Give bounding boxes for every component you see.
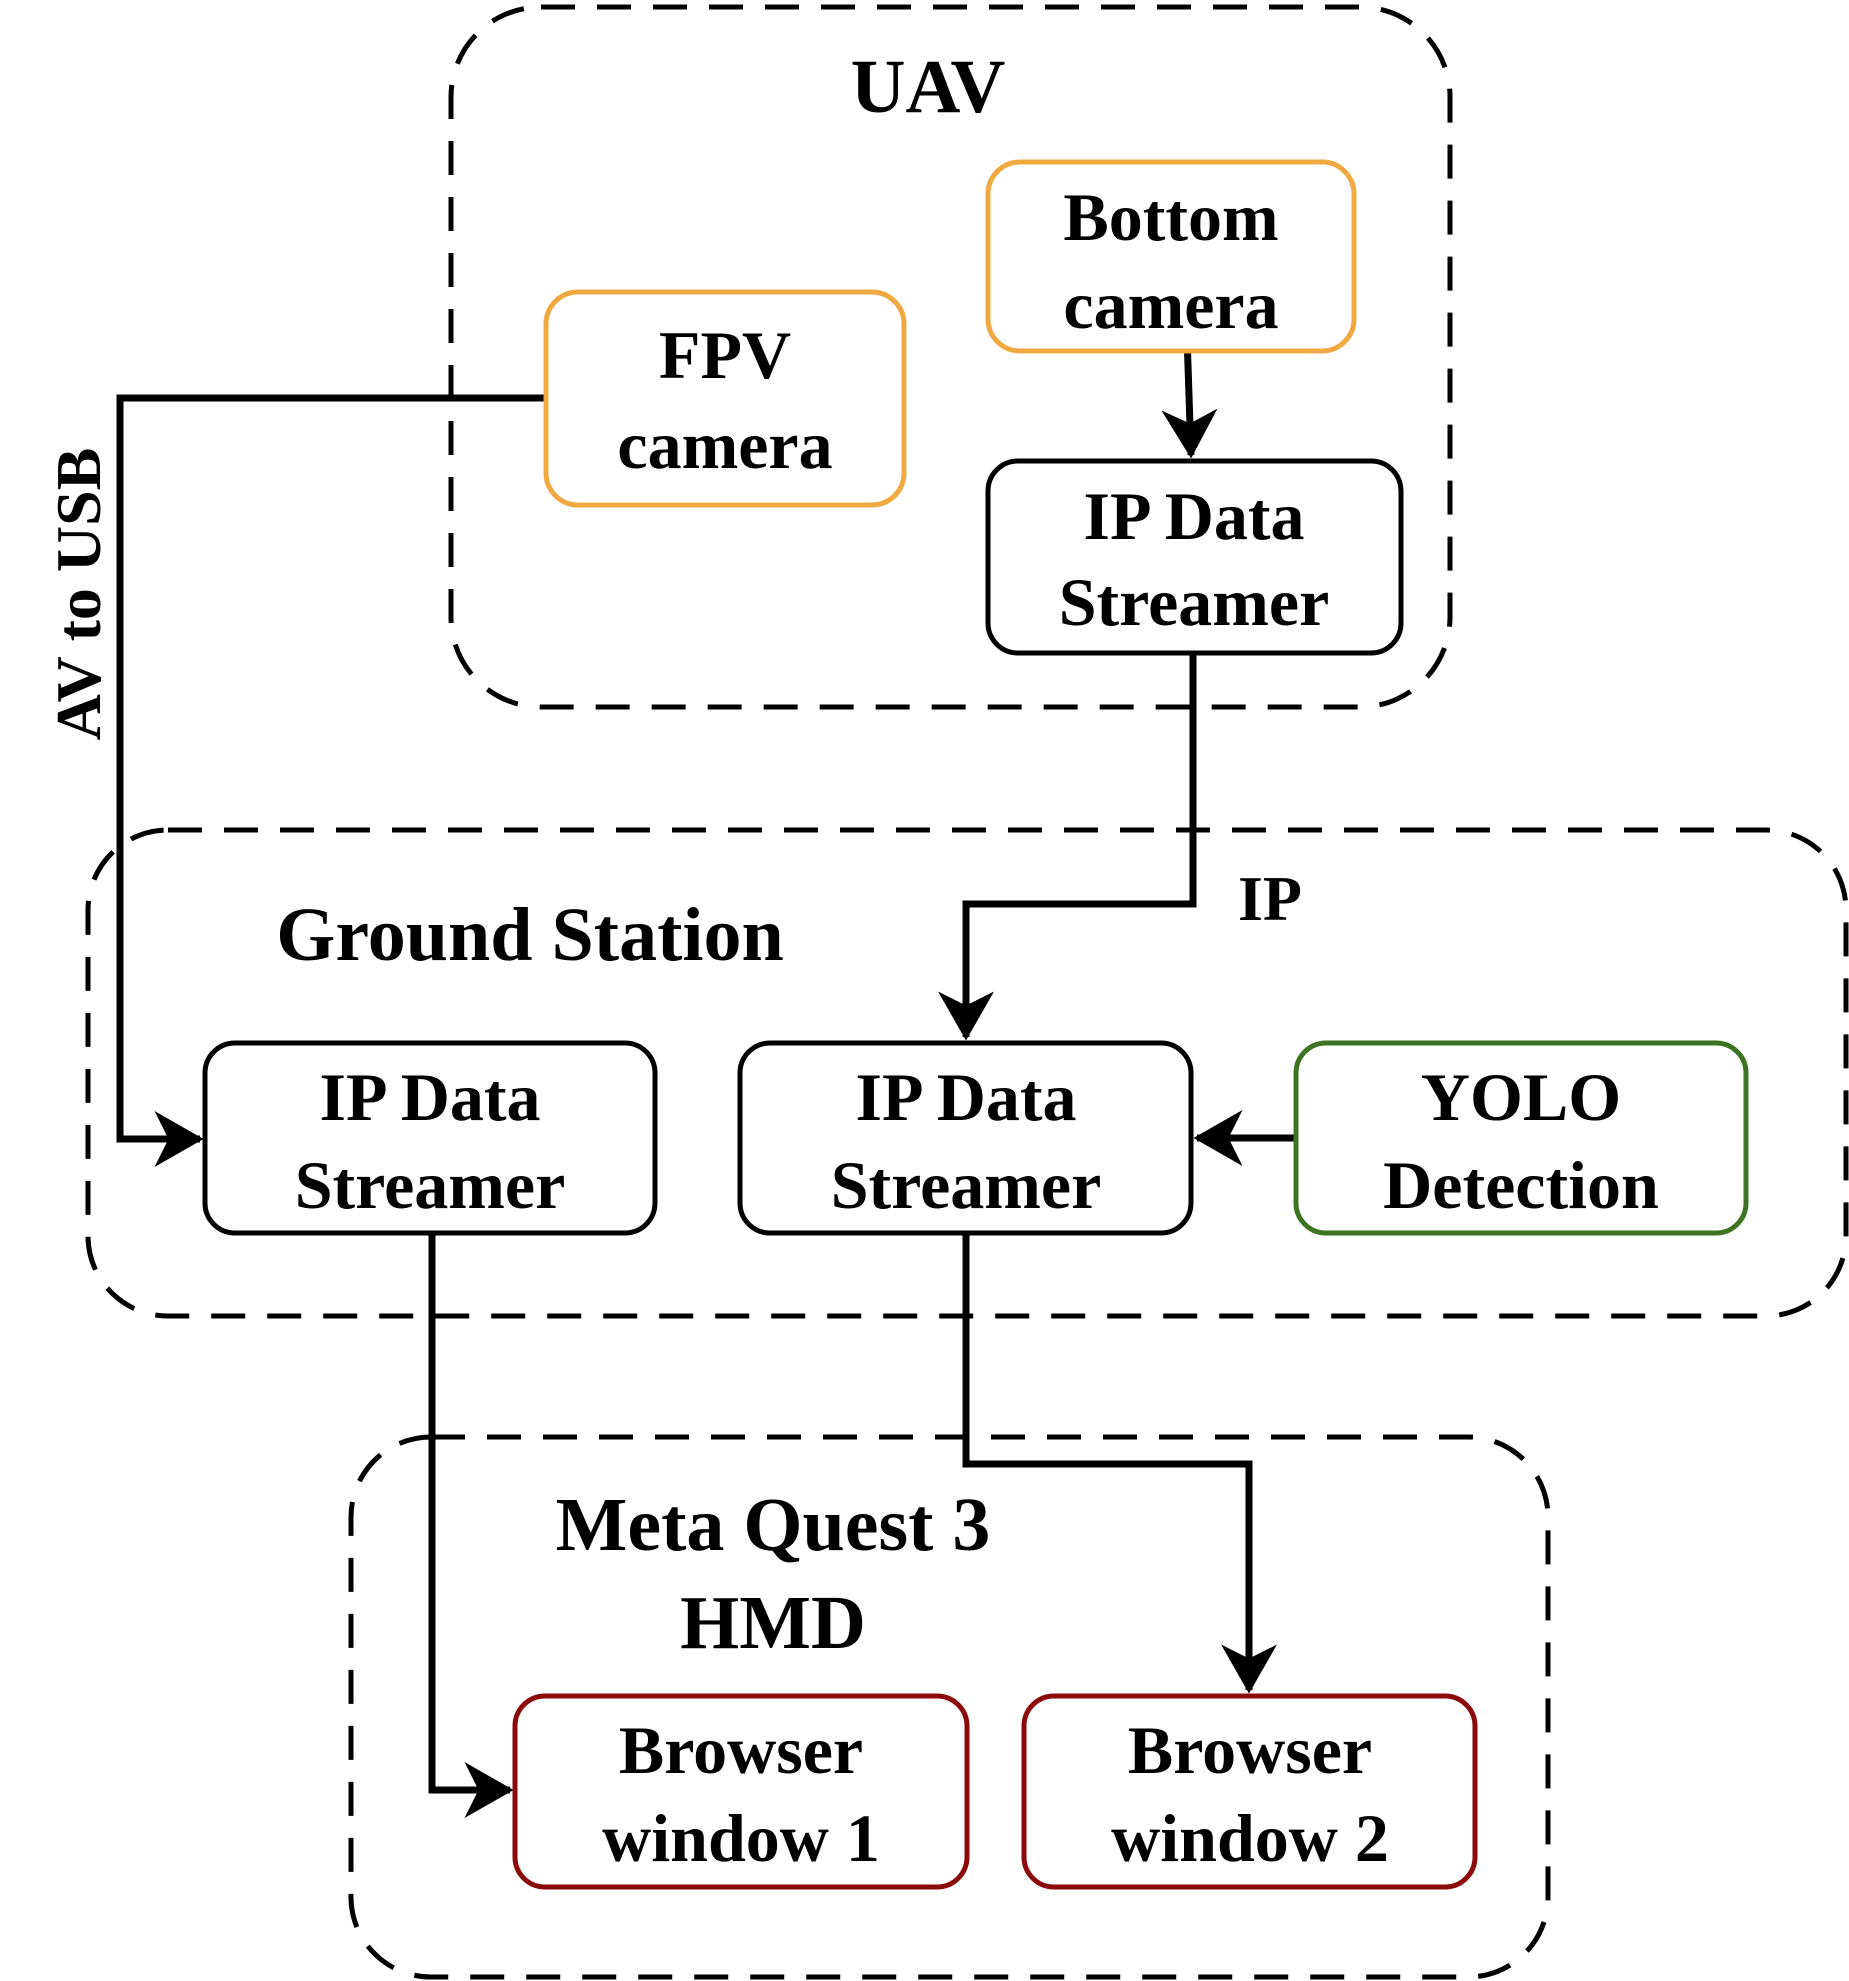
node-fpv-camera-line1: FPV <box>659 317 791 393</box>
node-gs-streamer-1-line2: Streamer <box>295 1147 566 1223</box>
ground-station-group-title: Ground Station <box>276 893 784 977</box>
node-browser-window-2-box <box>1021 1693 1478 1890</box>
hmd-group-title-line1: Meta Quest 3 <box>556 1483 991 1567</box>
hmd-group-title-line2: HMD <box>680 1581 866 1665</box>
node-bottom-camera-line2: camera <box>1063 267 1278 343</box>
node-uav-streamer-box <box>985 458 1404 656</box>
hmd-group <box>348 1434 1551 1980</box>
node-gs-streamer-2-line1: IP Data <box>856 1059 1077 1135</box>
uav-group-title: UAV <box>851 45 1006 129</box>
node-uav-streamer-line1: IP Data <box>1084 478 1305 554</box>
node-uav-streamer: IP Data Streamer <box>985 458 1404 656</box>
node-browser-window-1-line1: Browser <box>619 1712 863 1788</box>
node-browser-window-2-line1: Browser <box>1128 1712 1372 1788</box>
edge-label-ip: IP <box>1238 863 1302 934</box>
node-browser-window-1: Browser window 1 <box>512 1693 970 1890</box>
node-fpv-camera-line2: camera <box>617 407 832 483</box>
edge-uav-streamer-to-gs-streamer-2 <box>938 653 1197 1041</box>
uav-group <box>448 4 1453 710</box>
node-gs-streamer-1-line1: IP Data <box>320 1059 541 1135</box>
node-browser-window-2: Browser window 2 <box>1021 1693 1478 1890</box>
node-yolo-detection: YOLO Detection <box>1293 1040 1749 1236</box>
edge-gs-streamer-1-to-browser-1 <box>428 1233 514 1818</box>
node-bottom-camera-line1: Bottom <box>1063 179 1278 255</box>
node-gs-streamer-1-box <box>202 1040 658 1236</box>
edge-fpv-to-gs-streamer-1 <box>116 394 546 1167</box>
node-uav-streamer-line2: Streamer <box>1059 564 1330 640</box>
node-bottom-camera-box <box>985 159 1357 354</box>
node-gs-streamer-2: IP Data Streamer <box>737 1040 1194 1236</box>
node-browser-window-1-box <box>512 1693 970 1890</box>
node-gs-streamer-2-box <box>737 1040 1194 1236</box>
node-bottom-camera: Bottom camera <box>985 159 1357 354</box>
edge-label-av-to-usb: AV to USB <box>43 448 114 741</box>
node-yolo-detection-box <box>1293 1040 1749 1236</box>
node-fpv-camera: FPV camera <box>543 289 907 508</box>
node-yolo-detection-line1: YOLO <box>1421 1059 1621 1135</box>
edge-gs-streamer-2-to-browser-2 <box>962 1233 1277 1694</box>
node-gs-streamer-2-line2: Streamer <box>831 1147 1102 1223</box>
node-fpv-camera-box <box>543 289 907 508</box>
node-browser-window-1-line2: window 1 <box>602 1800 880 1876</box>
node-browser-window-2-line2: window 2 <box>1111 1800 1389 1876</box>
node-gs-streamer-1: IP Data Streamer <box>202 1040 658 1236</box>
node-yolo-detection-line2: Detection <box>1383 1147 1659 1223</box>
edge-bottom-camera-to-uav-streamer <box>1161 335 1218 459</box>
